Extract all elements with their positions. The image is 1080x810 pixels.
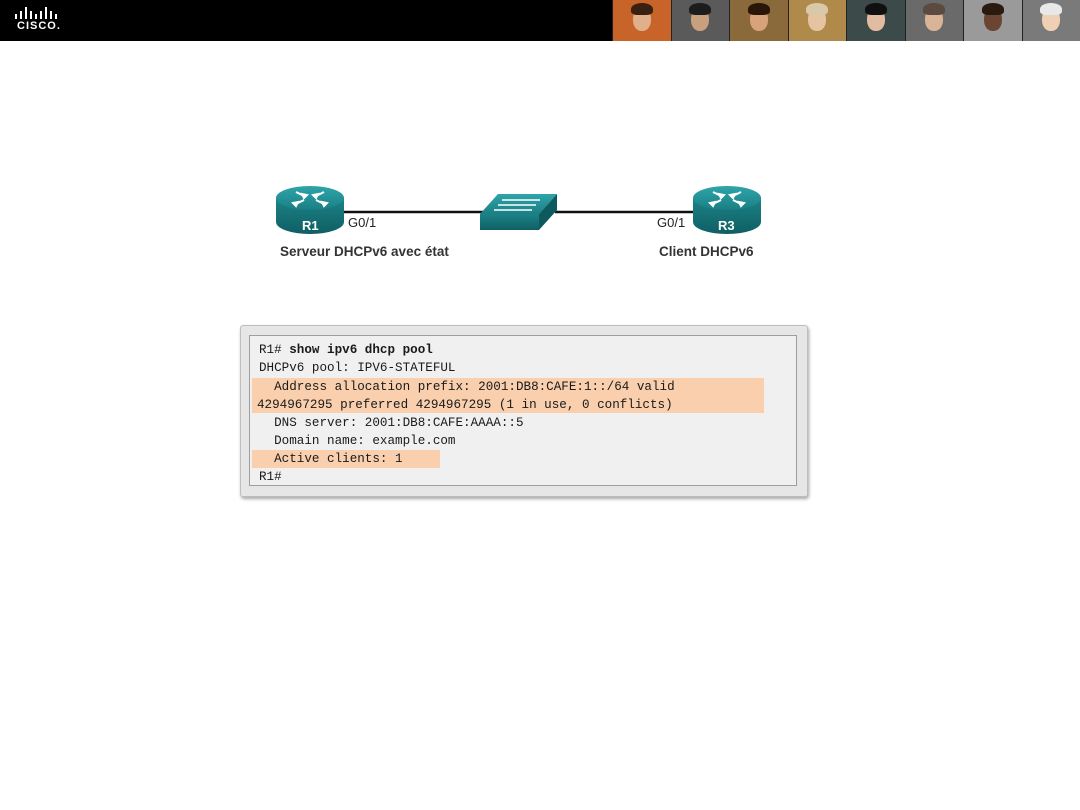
cli-line-pool-name: DHCPv6 pool: IPV6-STATEFUL xyxy=(259,361,456,375)
photo-hair xyxy=(806,3,829,15)
switch-icon xyxy=(480,194,557,230)
cli-prompt: R1# xyxy=(259,343,290,357)
photo-hair xyxy=(747,3,770,15)
cli-line-lifetimes: 4294967295 preferred 4294967295 (1 in us… xyxy=(257,398,673,412)
photo-hair xyxy=(923,3,946,15)
cisco-bars-icon xyxy=(15,7,57,19)
cli-line-address-prefix: Address allocation prefix: 2001:DB8:CAFE… xyxy=(259,380,675,394)
cisco-logo: CISCO. xyxy=(14,6,64,36)
cli-command: show ipv6 dhcp pool xyxy=(289,343,433,357)
header-photo xyxy=(787,0,846,41)
header-photo xyxy=(846,0,905,41)
header-photo-strip xyxy=(612,0,1080,41)
cisco-wordmark: CISCO. xyxy=(17,20,61,32)
photo-hair xyxy=(1040,3,1063,15)
cli-output-screen: R1# show ipv6 dhcp pool DHCPv6 pool: IPV… xyxy=(249,335,797,486)
cli-line-dns-server: DNS server: 2001:DB8:CAFE:AAAA::5 xyxy=(259,416,524,430)
router-r1-icon xyxy=(276,186,344,234)
header-photo xyxy=(670,0,729,41)
highlight-active-clients xyxy=(252,450,440,468)
header-photo xyxy=(1021,0,1080,41)
r1-caption: Serveur DHCPv6 avec état xyxy=(280,244,449,259)
header-bar: CISCO. xyxy=(0,0,1080,41)
header-photo xyxy=(729,0,788,41)
header-photo xyxy=(612,0,671,41)
highlight-address-prefix xyxy=(252,378,764,413)
r3-interface-label: G0/1 xyxy=(657,215,686,230)
r3-caption: Client DHCPv6 xyxy=(659,244,754,259)
photo-hair xyxy=(981,3,1004,15)
cli-line-command: R1# show ipv6 dhcp pool xyxy=(259,342,433,358)
cli-line-active-clients: Active clients: 1 xyxy=(259,452,403,466)
cli-line-prompt-end: R1# xyxy=(259,470,282,484)
router-r3-icon xyxy=(693,186,761,234)
network-topology: R1 R3 G0/1 G0/1 Serveur DHCPv6 avec état… xyxy=(240,170,800,280)
cli-line-domain-name: Domain name: example.com xyxy=(259,434,456,448)
topology-drawing xyxy=(276,186,761,234)
header-photo xyxy=(963,0,1022,41)
photo-hair xyxy=(630,3,653,15)
photo-hair xyxy=(864,3,887,15)
r3-label: R3 xyxy=(718,218,735,233)
photo-hair xyxy=(689,3,712,15)
r1-label: R1 xyxy=(302,218,319,233)
header-photo xyxy=(904,0,963,41)
cli-output-panel: R1# show ipv6 dhcp pool DHCPv6 pool: IPV… xyxy=(240,325,808,497)
r1-interface-label: G0/1 xyxy=(348,215,377,230)
